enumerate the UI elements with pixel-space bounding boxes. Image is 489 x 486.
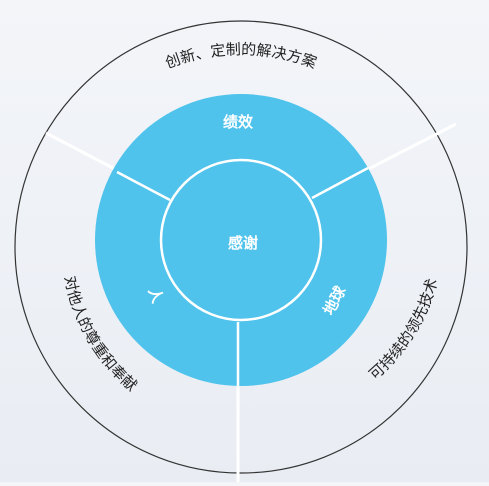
outer-circle <box>14 20 468 474</box>
center-label: 感谢 <box>228 234 258 252</box>
outer-label-top-path: 创新、定制的解决方案 <box>163 40 319 72</box>
inner-label-left: 人 <box>145 285 167 306</box>
ring-divider-left <box>116 170 171 202</box>
outer-label-top: 创新、定制的解决方案 <box>163 40 319 72</box>
center-circle <box>159 158 323 322</box>
inner-label-top: 绩效 <box>223 113 254 131</box>
ring-divider-right <box>311 166 369 200</box>
